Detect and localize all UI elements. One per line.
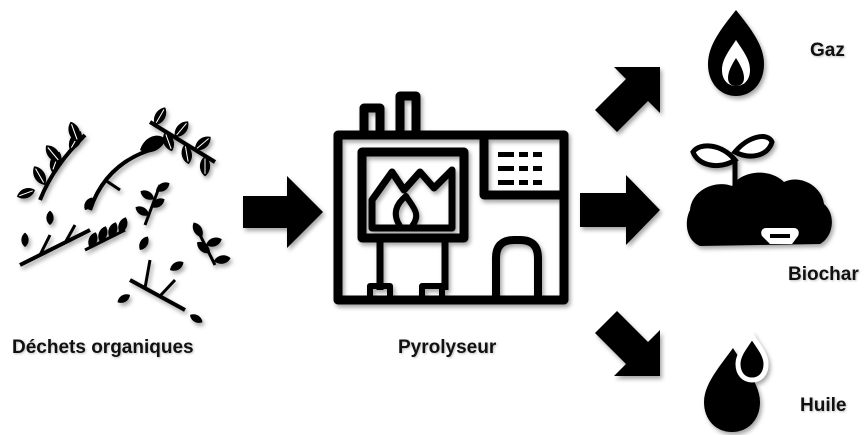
pyrolyzer-machine-icon [333, 91, 569, 305]
input-label: Déchets organiques [12, 337, 194, 358]
leaves-icon [14, 104, 232, 326]
arrow-right-icon [580, 175, 660, 245]
arrow-up-right-icon [595, 67, 660, 132]
control-panel-dots [498, 152, 542, 185]
seedling-soil-icon [686, 134, 832, 246]
arrow-right-icon [243, 176, 323, 248]
arrow-down-right-icon [595, 311, 660, 376]
droplets-icon [704, 331, 769, 432]
gas-label: Gaz [810, 40, 845, 61]
biochar-label: Biochar [788, 264, 859, 285]
process-label: Pyrolyseur [398, 337, 497, 358]
oil-label: Huile [800, 395, 847, 416]
flame-icon [708, 10, 764, 96]
